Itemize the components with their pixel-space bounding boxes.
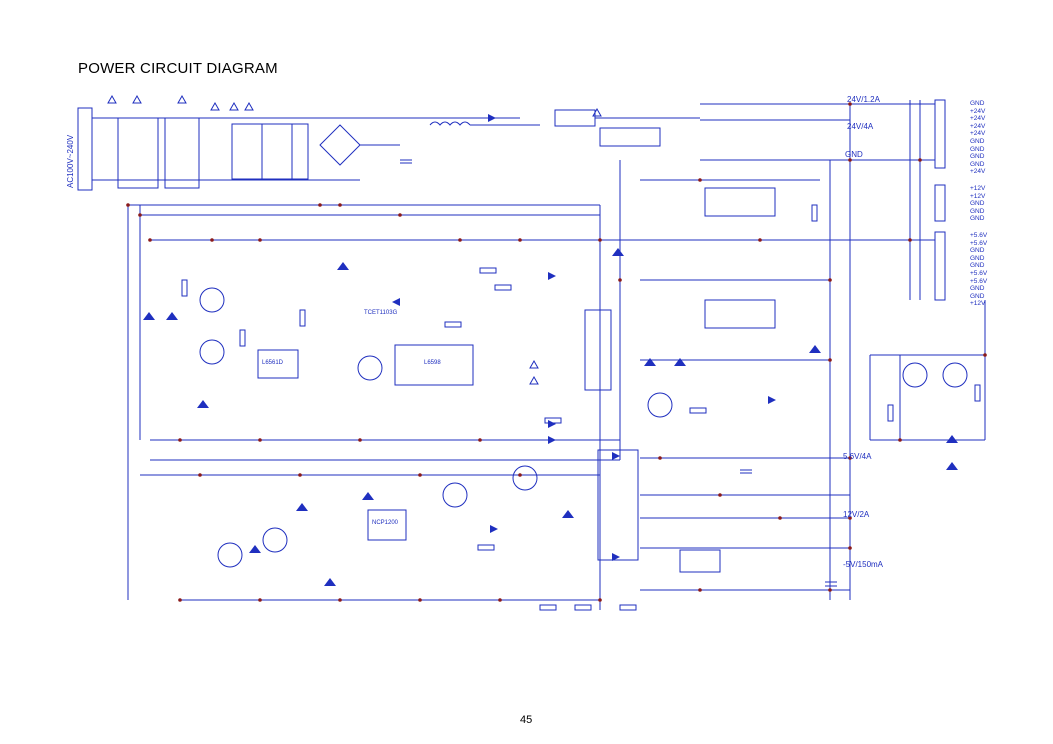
ic-l6561-body	[257, 349, 299, 379]
connector-pin-label: GND	[970, 100, 985, 107]
connector-pin-label: GND	[970, 207, 985, 215]
rail-5v6: 5.6V/4A	[843, 452, 872, 461]
ic-ncp1200-label: NCP1200	[372, 520, 399, 526]
connector-pin-label: +5.6V	[970, 269, 988, 277]
connector-pin-label: GND	[970, 153, 985, 161]
connector-middle-labels: +12V +12V GND GND GND	[970, 185, 985, 223]
connector-pin-label: +12V	[970, 300, 986, 308]
connector-pin-label: GND	[970, 292, 985, 300]
connector-pin-label: GND	[970, 247, 985, 255]
rail-gnd: GND	[845, 150, 863, 159]
connector-pin-label: +5.6V	[970, 232, 988, 239]
ic-l6598-label: L6598	[424, 360, 441, 366]
connector-pin-label: GND	[970, 145, 985, 153]
connector-pin-label: GND	[970, 262, 985, 270]
ic-opto-label: TCET1103G	[364, 310, 398, 316]
ic-l6561-label: L6561D	[262, 360, 284, 366]
connector-pin-label: +24V	[970, 168, 986, 176]
ic-ncp1200-body	[367, 509, 407, 541]
rail-24v-1-2a: 24V/1.2A	[847, 95, 880, 104]
connector-pin-label: GND	[970, 137, 985, 145]
connector-pin-label: +5.6V	[970, 239, 988, 247]
rail-neg5v: -5V/150mA	[843, 560, 884, 569]
connector-pin-label: +5.6V	[970, 277, 988, 285]
pfc-inductor	[429, 121, 471, 126]
connector-pin-label: +12V	[970, 192, 986, 200]
page-number: 45	[520, 714, 533, 726]
connector-pin-label: GND	[970, 254, 985, 262]
connector-pin-label: +24V	[970, 130, 986, 138]
rail-24v-4a: 24V/4A	[847, 122, 874, 131]
line-filter-2	[164, 117, 200, 189]
connector-pin-label: GND	[970, 215, 985, 223]
connector-pin-label: GND	[970, 285, 985, 293]
bridge-rectifier	[319, 124, 361, 166]
input-connector	[77, 107, 93, 191]
rail-12v: 12V/2A	[843, 510, 870, 519]
connector-pin-label: GND	[970, 160, 985, 168]
connector-pin-label: +24V	[970, 107, 986, 115]
connector-bottom-labels: +5.6V +5.6V GND GND GND +5.6V +5.6V GND …	[970, 232, 987, 308]
line-filter-1	[117, 117, 159, 189]
connector-pin-label: +24V	[970, 115, 986, 123]
connector-pin-label: GND	[970, 200, 985, 208]
ac-input-label: AC100V~240V	[66, 134, 75, 188]
connector-top-labels: GND +24V +24V +24V +24V GND GND GND GND …	[970, 100, 985, 176]
connector-pin-label: +12V	[970, 185, 986, 192]
ic-l6598-body	[394, 344, 474, 386]
connector-pin-label: +24V	[970, 122, 986, 130]
page-title: POWER CIRCUIT DIAGRAM	[78, 60, 278, 77]
